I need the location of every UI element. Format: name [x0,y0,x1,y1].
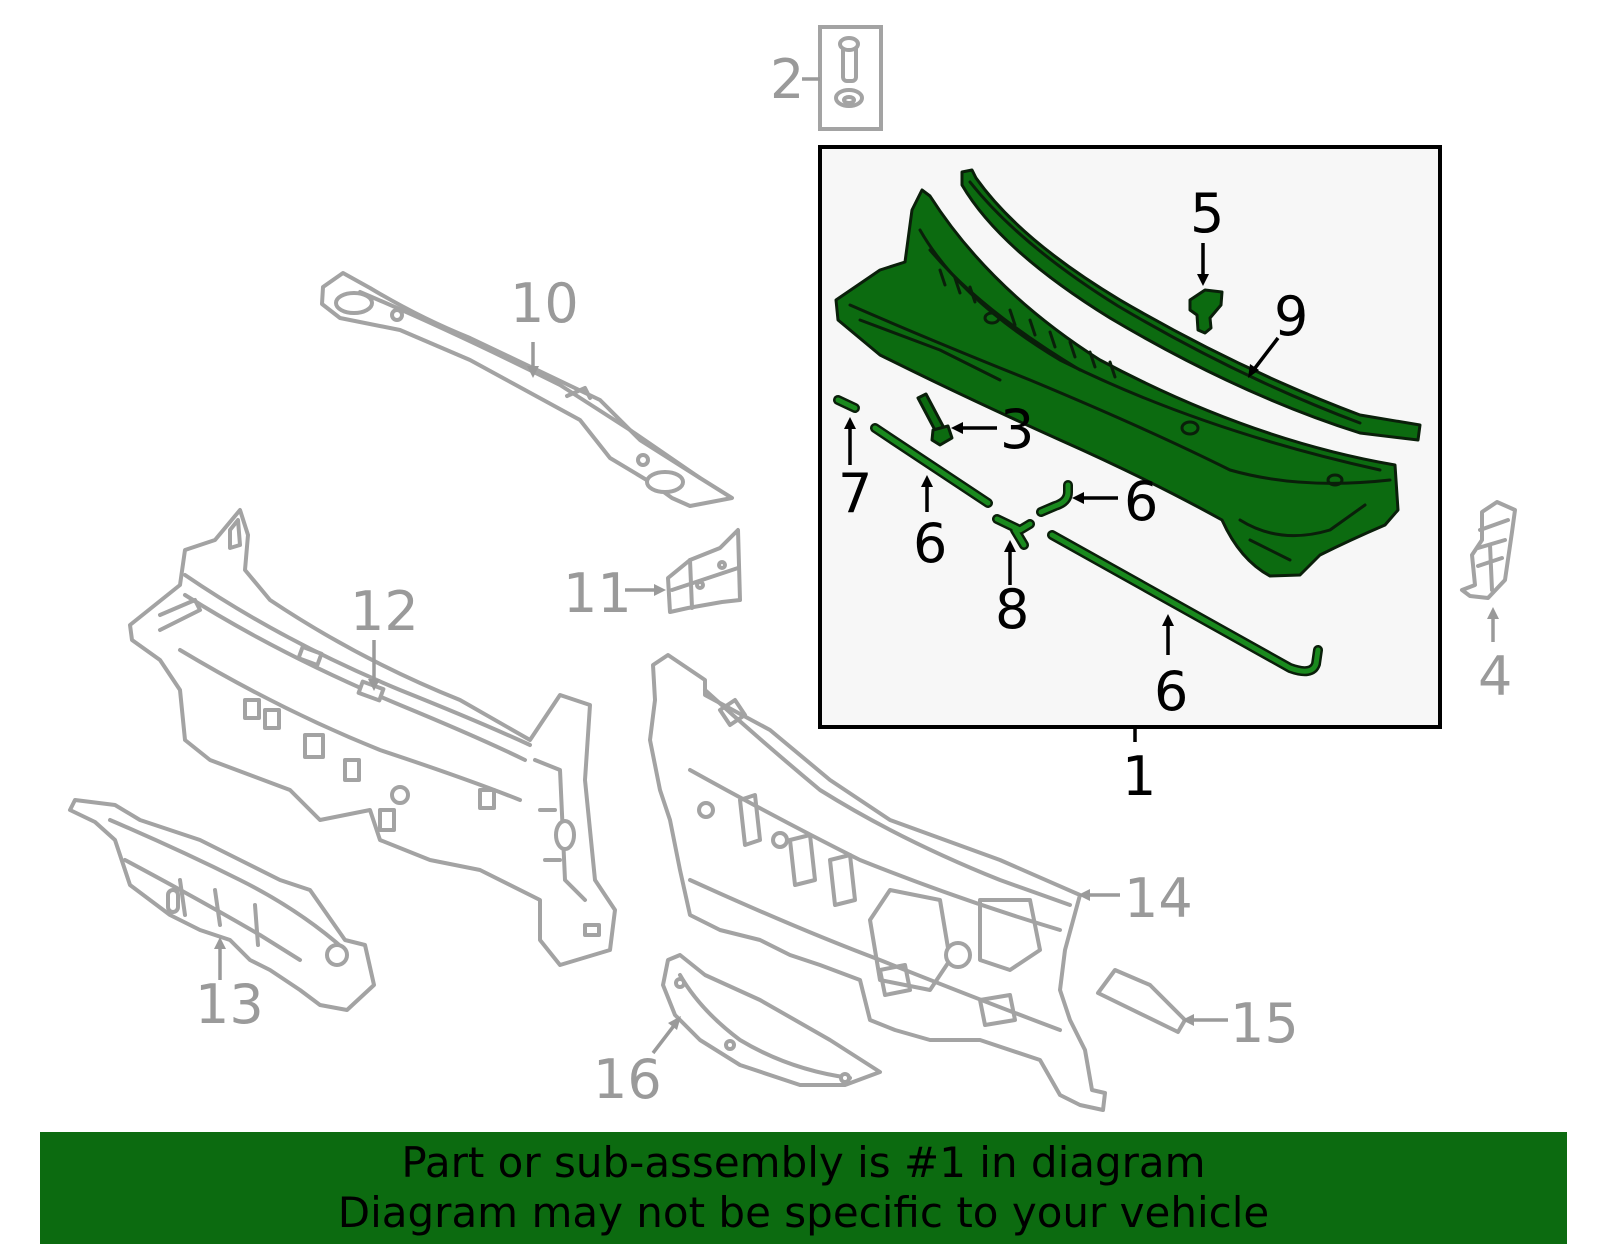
callout-12: 12 [350,580,419,643]
callout-10: 10 [510,272,579,335]
callout-13: 13 [195,973,264,1036]
callout-3: 3 [1000,398,1034,461]
part-12-dash-panel-upper [128,508,617,967]
part-7-plug [833,395,860,413]
part-2-fastener-kit [802,25,883,131]
part-4-bracket [1460,500,1517,600]
part-9-cowl-seal [960,168,1422,442]
info-banner: Part or sub-assembly is #1 in diagram Di… [40,1132,1567,1244]
part-16-seal-strip [661,953,882,1087]
callout-6b: 6 [1124,470,1158,533]
callout-14: 14 [1124,867,1193,930]
callout-9-arrow [1250,336,1280,374]
part-1-cowl-top-panel [834,188,1400,578]
callout-6a: 6 [913,512,947,575]
banner-line-2: Diagram may not be specific to your vehi… [337,1188,1270,1237]
callout-7: 7 [838,462,872,525]
callout-8: 8 [995,578,1029,641]
callout-11: 11 [563,562,632,625]
part-6-washer-hose-elbow [1036,480,1073,517]
callout-6c: 6 [1154,660,1188,723]
part-3-screw [916,392,954,447]
part-11-bracket [666,528,742,614]
callout-2: 2 [770,48,804,111]
part-8-t-connector [992,514,1035,550]
part-10-cross-member [320,271,734,508]
callout-1: 1 [1122,745,1156,808]
callout-16: 16 [593,1048,662,1111]
callout-4: 4 [1478,645,1512,708]
part-13-dash-insulator [68,798,376,1012]
callout-9: 9 [1274,285,1308,348]
banner-line-1: Part or sub-assembly is #1 in diagram [401,1138,1206,1187]
part-15-insulator-pad [1096,968,1187,1034]
part-5-clip [1188,288,1224,335]
part-6-washer-hose-left [870,423,993,508]
callout-5: 5 [1190,182,1224,245]
part-6-washer-hose-long [1047,530,1323,677]
part-14-dash-panel [648,653,1107,1112]
callout-16-arrow [651,1021,678,1055]
callout-15: 15 [1230,992,1299,1055]
